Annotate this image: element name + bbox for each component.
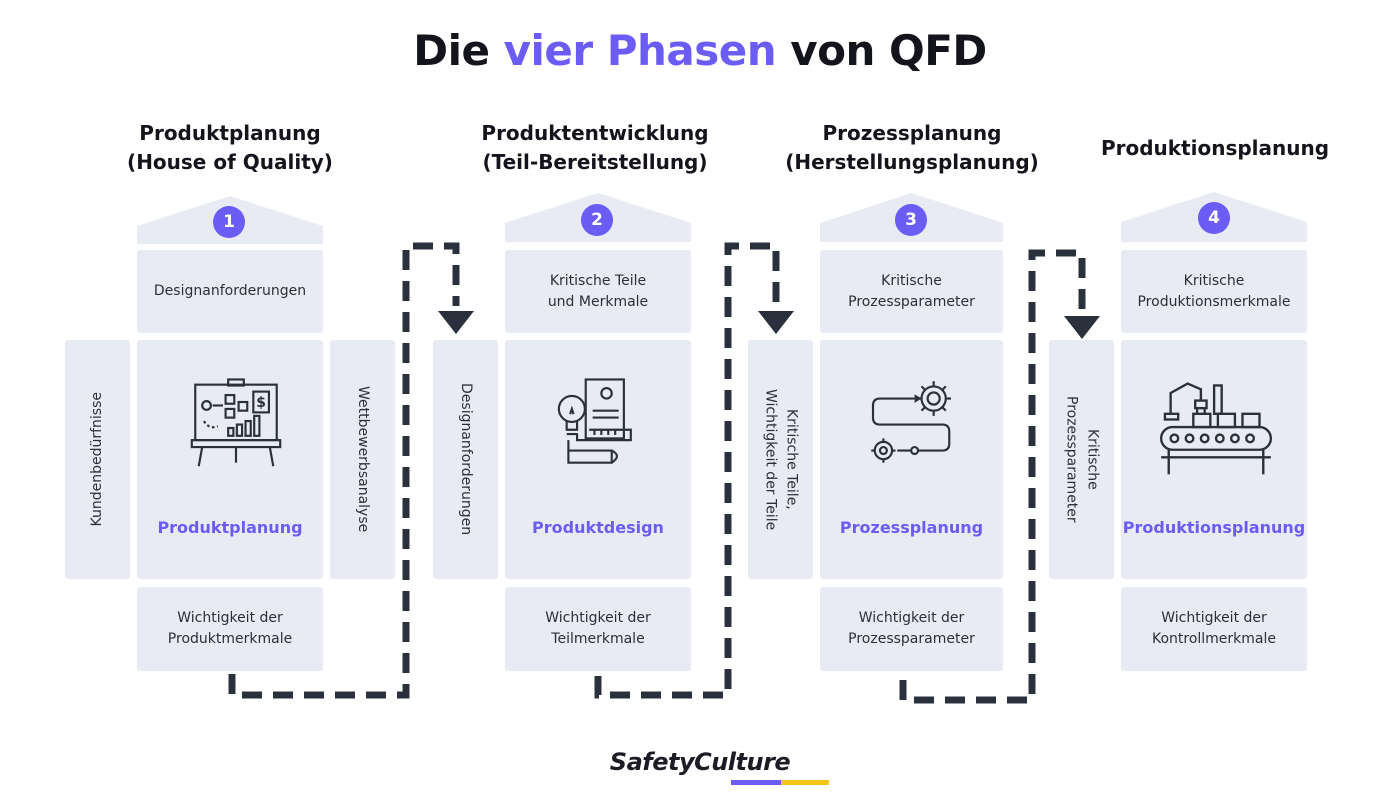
phase-3-left-box: Kritische Teile, Wichtigkeit der Teile: [748, 340, 813, 579]
logo-underline: [731, 780, 829, 785]
phase-2-left-box: Designanforderungen: [433, 340, 498, 579]
phase-4-main-label: Produktionsplanung: [1122, 518, 1306, 537]
phase-3-heading: Prozessplanung(Herstellungsplanung): [785, 121, 1039, 174]
phase-1-right-label: Wettbewerbsanalyse: [355, 386, 371, 533]
phase-2-main-box: Produktdesign: [505, 340, 691, 579]
phase-4-main-box: Produktionsplanung: [1121, 340, 1307, 579]
lightbulb-design-icon: [557, 378, 632, 464]
connector-1-2: [228, 242, 460, 699]
safetyculture-logo: SafetyCulture: [0, 748, 1400, 785]
phase-2-heading: Produktentwicklung(Teil-Bereitstellung): [481, 121, 709, 174]
phase-1-top-box: Designanforderungen: [137, 250, 323, 333]
phase-1-main-label: Produktplanung: [157, 518, 303, 537]
phase-2-bottom-box: Wichtigkeit der Teilmerkmale: [505, 587, 691, 671]
phase-2-top-box: Kritische Teile und Merkmale: [505, 250, 691, 333]
title-highlight: vier Phasen: [503, 26, 777, 75]
phase-4-bottom-box: Wichtigkeit der Kontrollmerkmale: [1121, 587, 1307, 671]
phase-1-heading: Produktplanung(House of Quality): [127, 121, 333, 174]
connector-2-3: [594, 242, 780, 699]
phase-1-number-badge: 1: [213, 206, 245, 238]
phase-3-bottom-box: Wichtigkeit der Prozessparameter: [820, 587, 1003, 671]
phase-1-left-label: Kundenbedürfnisse: [89, 392, 105, 527]
page-title: Die vier Phasen von QFD: [413, 26, 987, 75]
conveyor-robot-icon: [1159, 382, 1273, 475]
arrow-down-3: [1064, 316, 1100, 339]
phase-3-left-label: Kritische Teile, Wichtigkeit der Teile: [762, 388, 800, 531]
phase-1-right-box: Wettbewerbsanalyse: [330, 340, 395, 579]
phase-4-left-box: Kritische Prozessparameter: [1049, 340, 1114, 579]
phase-2-number-badge: 2: [581, 204, 613, 236]
phase-3-main-label: Prozessplanung: [839, 518, 984, 537]
presentation-board-icon: $: [190, 378, 282, 467]
phase-3-top-box: Kritische Prozessparameter: [820, 250, 1003, 333]
arrow-down-1: [438, 311, 474, 334]
phase-4-top-box: Kritische Produktionsmerkmale: [1121, 250, 1307, 333]
phase-1-left-box: Kundenbedürfnisse: [65, 340, 130, 579]
svg-text:$: $: [256, 395, 266, 411]
phase-1-bottom-box: Wichtigkeit der Produktmerkmale: [137, 587, 323, 671]
phase-2-left-label: Designanforderungen: [458, 383, 474, 536]
arrow-down-2: [758, 311, 794, 334]
phase-3-number-badge: 3: [895, 204, 927, 236]
gears-process-icon: [871, 381, 951, 463]
phase-4-number-badge: 4: [1198, 202, 1230, 234]
phase-3-main-box: Prozessplanung: [820, 340, 1003, 579]
phase-1-main-box: $ Produktplanung: [137, 340, 323, 579]
phase-2-main-label: Produktdesign: [532, 518, 664, 537]
phase-4-heading: Produktionsplanung: [1100, 136, 1330, 160]
phase-4-left-label: Kritische Prozessparameter: [1063, 396, 1101, 523]
connector-3-4: [899, 249, 1086, 704]
